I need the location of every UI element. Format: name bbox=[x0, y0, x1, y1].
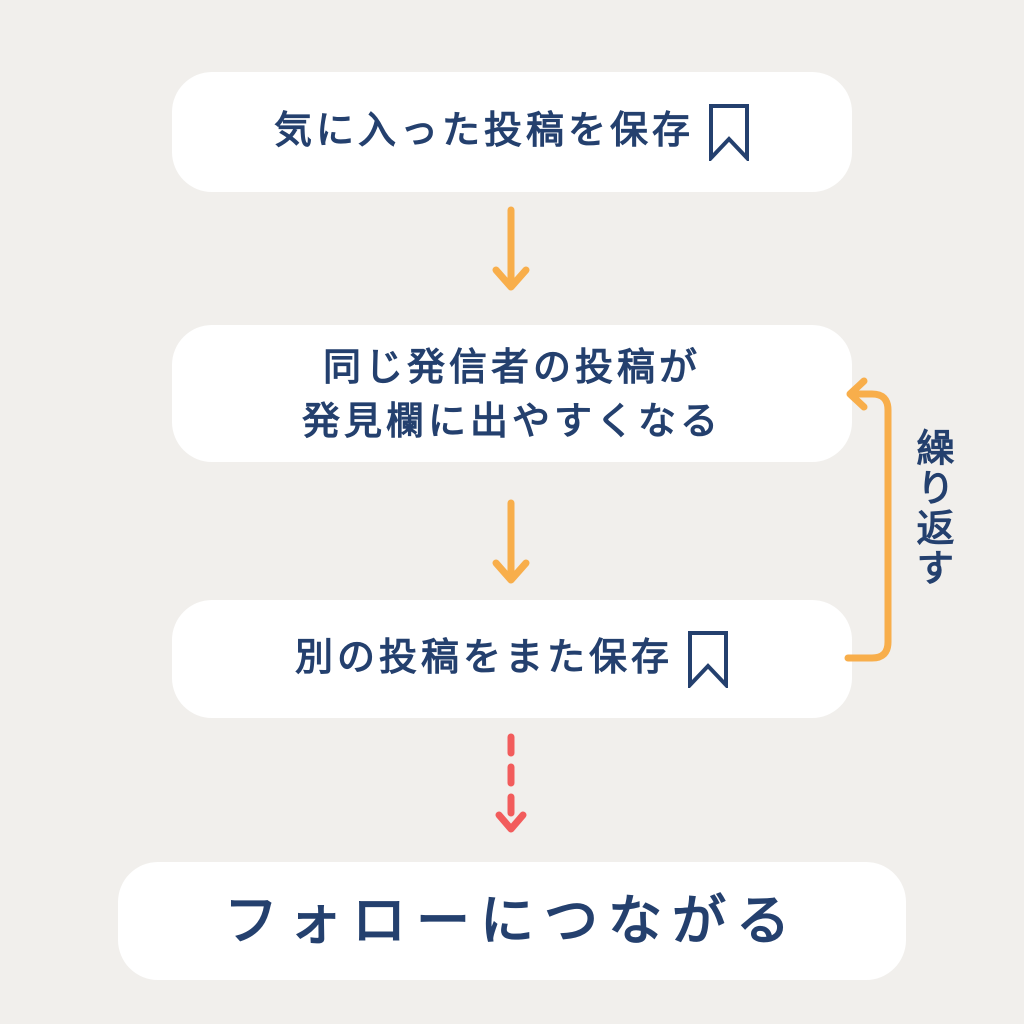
step-save-again: 別の投稿をまた保存 bbox=[172, 600, 852, 718]
step-1-text: 気に入った投稿を保存 bbox=[273, 107, 694, 152]
step-3-text: 別の投稿をまた保存 bbox=[294, 634, 673, 679]
bookmark-icon bbox=[709, 104, 749, 162]
step-1-row: 気に入った投稿を保存 bbox=[274, 103, 750, 162]
down-arrow-1 bbox=[492, 206, 530, 291]
step-2-line-1: 同じ発信者の投稿が bbox=[322, 344, 701, 389]
step-4-text: フォローにつながる bbox=[224, 889, 800, 952]
dashed-down-arrow bbox=[495, 733, 527, 833]
step-3-row: 別の投稿をまた保存 bbox=[295, 630, 729, 689]
step-2-line-2: 発見欄に出やすくなる bbox=[301, 398, 722, 443]
bookmark-icon bbox=[688, 631, 728, 689]
step-follow: フォローにつながる bbox=[118, 862, 906, 980]
loop-arrow bbox=[844, 377, 892, 662]
step-explore-exposure: 同じ発信者の投稿が 発見欄に出やすくなる bbox=[172, 325, 852, 462]
step-save-favorite: 気に入った投稿を保存 bbox=[172, 72, 852, 192]
loop-label: 繰り返す bbox=[910, 428, 954, 588]
down-arrow-2 bbox=[492, 499, 530, 584]
